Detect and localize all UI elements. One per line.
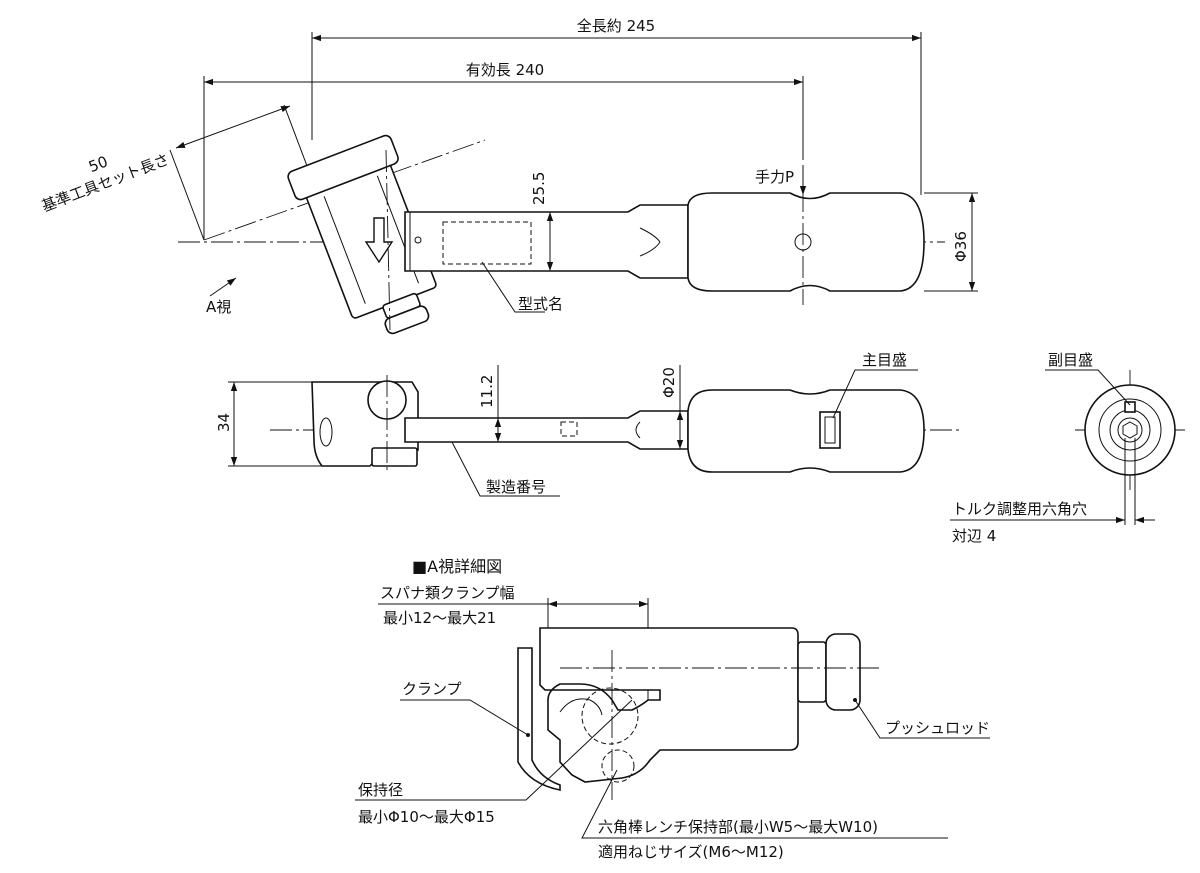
push-rod-part: [797, 641, 827, 703]
hex-size-label: 対辺 4: [952, 527, 996, 545]
hand-force-label: 手力P: [755, 168, 794, 186]
grip: [687, 192, 925, 292]
spanner-clamp-width-label: スパナ類クランプ幅: [380, 584, 515, 602]
sub-scale-label: 副目盛: [1048, 351, 1093, 369]
push-rod-label: プッシュロッド: [885, 719, 990, 737]
main-scale-label: 主目盛: [862, 351, 907, 369]
model-name-plate: [442, 221, 532, 265]
effective-length-text: 有効長 240: [466, 61, 544, 79]
grip-side: [687, 389, 925, 473]
detail-view-a: ■A視詳細図 スパナ類クランプ幅 最小12～最大21 クランプ プッシュロッド: [355, 557, 990, 861]
top-view: 全長約 245 有効長 240 50 基準工具セット長さ: [39, 17, 978, 335]
hex-bar-holder-label: 六角棒レンチ保持部(最小W5～最大W10): [598, 818, 878, 836]
detail-body: [539, 627, 799, 783]
height-11-2: 11.2: [478, 375, 496, 408]
model-name-label: 型式名: [518, 295, 563, 313]
head-assembly: [287, 134, 437, 335]
height-25-5: 25.5: [530, 172, 548, 205]
shaft-side: [404, 410, 689, 450]
holding-circle: [581, 687, 639, 745]
screw-size-label: 適用ねじサイズ(M6～M12): [598, 843, 784, 861]
serial-number-label: 製造番号: [486, 478, 546, 496]
hex-hole-label: トルク調整用六角穴: [952, 500, 1087, 518]
clamp-part: [517, 647, 561, 791]
diameter-20: Φ20: [660, 367, 678, 398]
down-arrow-icon: [364, 217, 394, 264]
clamp-label: クランプ: [402, 680, 462, 698]
diameter-36: Φ36: [952, 231, 970, 262]
detail-title: ■A視詳細図: [412, 557, 502, 576]
reference-length-value: 50: [86, 152, 110, 176]
view-a-label: A視: [206, 298, 231, 316]
side-view: 34 11.2 Φ20 主目盛 製造番号: [215, 351, 960, 497]
hex-hole-icon: [1122, 421, 1138, 439]
shaft: [404, 204, 689, 279]
holding-diameter-range: 最小Φ10～最大Φ15: [358, 808, 495, 826]
reference-length-dim: [175, 105, 291, 149]
overall-length-text: 全長約 245: [577, 17, 655, 35]
holding-diameter-label: 保持径: [358, 781, 403, 799]
width-34: 34: [215, 413, 233, 432]
spanner-clamp-range: 最小12～最大21: [383, 609, 496, 627]
end-view: 副目盛 トルク調整用六角穴 対辺 4: [950, 351, 1185, 545]
